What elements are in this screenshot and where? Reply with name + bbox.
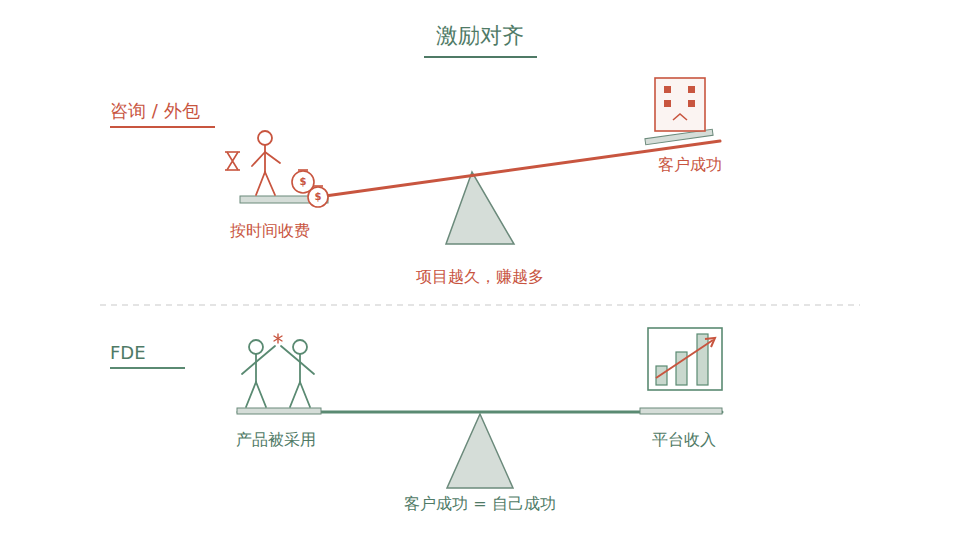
label: 客户成功 = 自己成功	[404, 494, 556, 513]
label: 客户成功	[658, 155, 722, 174]
label: 产品被采用	[236, 430, 316, 449]
spark	[274, 334, 282, 343]
label: 项目越久，赚越多	[416, 267, 544, 286]
seesaw-plate	[237, 408, 321, 414]
section-underline	[110, 126, 215, 128]
currency-symbol: $	[300, 176, 307, 188]
label: 咨询 / 外包	[110, 100, 200, 122]
stick-figures	[242, 340, 314, 407]
money-bag	[292, 170, 328, 207]
label: FDE	[110, 342, 146, 364]
seesaw-plate	[640, 408, 722, 414]
label: 按时间收费	[230, 221, 310, 240]
title-underline	[424, 56, 537, 58]
hourglass-icon	[225, 152, 240, 170]
stick-figure	[252, 131, 280, 195]
building-icon	[655, 78, 705, 131]
fulcrum	[447, 414, 513, 488]
fulcrum	[446, 172, 514, 244]
section-underline	[110, 367, 185, 369]
currency-symbol: $	[315, 191, 322, 203]
chart-icon	[648, 328, 722, 390]
title: 激励对齐	[436, 23, 524, 49]
divider	[100, 304, 860, 305]
label: 平台收入	[652, 430, 716, 449]
